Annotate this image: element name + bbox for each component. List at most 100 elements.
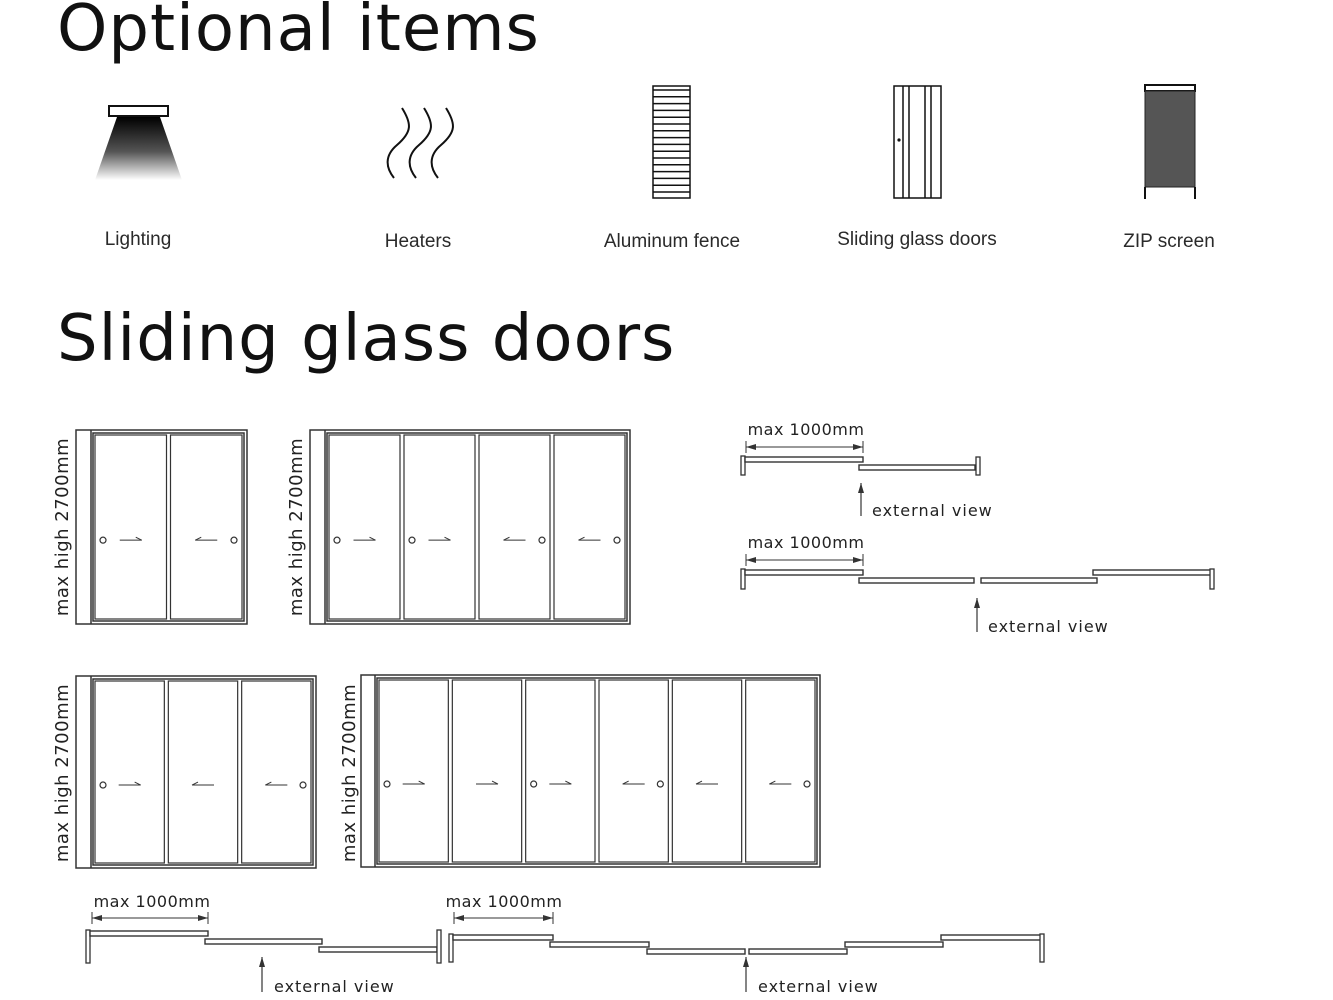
track-panel [452, 934, 554, 941]
dimension-arrowhead [746, 444, 756, 450]
door-panel [598, 679, 669, 863]
track-end-post [740, 455, 746, 476]
door-inner-frame [376, 677, 818, 865]
slide-arrow-head [369, 536, 376, 541]
dimension-arrowhead [853, 444, 863, 450]
slide-arrow-head [418, 780, 425, 785]
door-handle [99, 781, 107, 789]
width-label: max 1000mm [748, 420, 865, 439]
width-label: max 1000mm [748, 533, 865, 552]
heater-icon [386, 107, 454, 179]
external-view-label: external view [758, 977, 879, 996]
door-handle [99, 536, 107, 544]
door-elevation-4-panel [309, 429, 631, 625]
track-panel [858, 577, 975, 584]
door-outer-frame [309, 429, 631, 625]
track-panel [858, 464, 976, 471]
external-view-label: external view [274, 977, 395, 996]
door-elevation-6-panel [360, 674, 821, 868]
external-view-label: external view [872, 501, 993, 520]
door-handle [656, 780, 664, 788]
track-end-post [85, 929, 91, 964]
track-panel [1092, 569, 1212, 576]
height-label: max high 2700mm [52, 684, 73, 862]
door-elevation-2-panel [75, 429, 248, 625]
external-view-label: external view [988, 617, 1109, 636]
track-panel [646, 948, 746, 955]
slide-arrow-head [195, 536, 202, 541]
door-elevation-3-panel [75, 675, 317, 869]
track-end-post [1209, 568, 1215, 590]
door-panel [94, 434, 168, 620]
sliding-glass-doors-title: Sliding glass doors [57, 302, 676, 376]
zip-screen-icon [1144, 84, 1196, 199]
door-panel [241, 680, 312, 864]
optional-items-title: Optional items [57, 0, 540, 66]
track-plan-3-panel [85, 912, 442, 992]
door-panel [478, 434, 551, 620]
slide-arrow-head [695, 780, 703, 785]
slide-arrow-head [265, 781, 272, 786]
track-panel [318, 946, 438, 953]
track-panel [549, 941, 650, 948]
dimension-arrowhead [853, 557, 863, 563]
door-handle [613, 536, 621, 544]
height-label: max high 2700mm [52, 438, 73, 616]
track-panel [844, 941, 944, 948]
view-arrowhead [259, 957, 265, 967]
door-outer-frame [75, 675, 317, 869]
track-plan-2-panel [740, 441, 981, 516]
track-panel [204, 938, 323, 945]
door-handle [803, 780, 811, 788]
door-handle [538, 536, 546, 544]
dimension-arrowhead [198, 915, 208, 921]
door-outer-frame [360, 674, 821, 868]
width-label: max 1000mm [94, 892, 211, 911]
door-panel [745, 679, 816, 863]
door-panel [328, 434, 401, 620]
slide-arrow-head [565, 780, 572, 785]
door-panel [553, 434, 626, 620]
sliding-door-icon [893, 85, 942, 199]
door-panel [378, 679, 449, 863]
track-panel [940, 934, 1042, 941]
view-arrowhead [858, 483, 864, 493]
door-panel [94, 680, 165, 864]
door-panel [451, 679, 523, 863]
slide-arrow-head [191, 781, 199, 786]
door-handle [299, 781, 307, 789]
door-panel [671, 679, 743, 863]
width-label: max 1000mm [446, 892, 563, 911]
door-handle [333, 536, 341, 544]
view-arrowhead [974, 598, 980, 608]
track-panel [980, 577, 1098, 584]
door-inner-frame [326, 432, 628, 622]
slide-arrow-head [134, 781, 141, 786]
track-plan-4-panel [740, 554, 1215, 632]
aluminum-fence-label: Aluminum fence [603, 231, 741, 252]
door-panel [167, 680, 239, 864]
slide-arrow-head [769, 780, 776, 785]
track-end-post [740, 568, 746, 590]
track-end-post [975, 456, 981, 476]
slide-arrow-head [444, 536, 451, 541]
dimension-arrowhead [454, 915, 464, 921]
slide-arrow-head [578, 536, 585, 541]
track-panel [89, 930, 209, 937]
track-panel [744, 456, 864, 463]
door-panel [169, 434, 243, 620]
door-handle [230, 536, 238, 544]
slide-arrow-head [135, 536, 142, 541]
heaters-label: Heaters [384, 231, 452, 252]
track-panel [744, 569, 864, 576]
door-panel [403, 434, 476, 620]
sliding-glass-doors-label: Sliding glass doors [837, 229, 997, 250]
track-panel [748, 948, 848, 955]
door-handle [383, 780, 391, 788]
track-end-post [436, 929, 442, 964]
door-outer-frame [75, 429, 248, 625]
track-end-post [448, 933, 454, 963]
door-inner-frame [92, 432, 245, 622]
slide-arrow-head [491, 780, 499, 785]
